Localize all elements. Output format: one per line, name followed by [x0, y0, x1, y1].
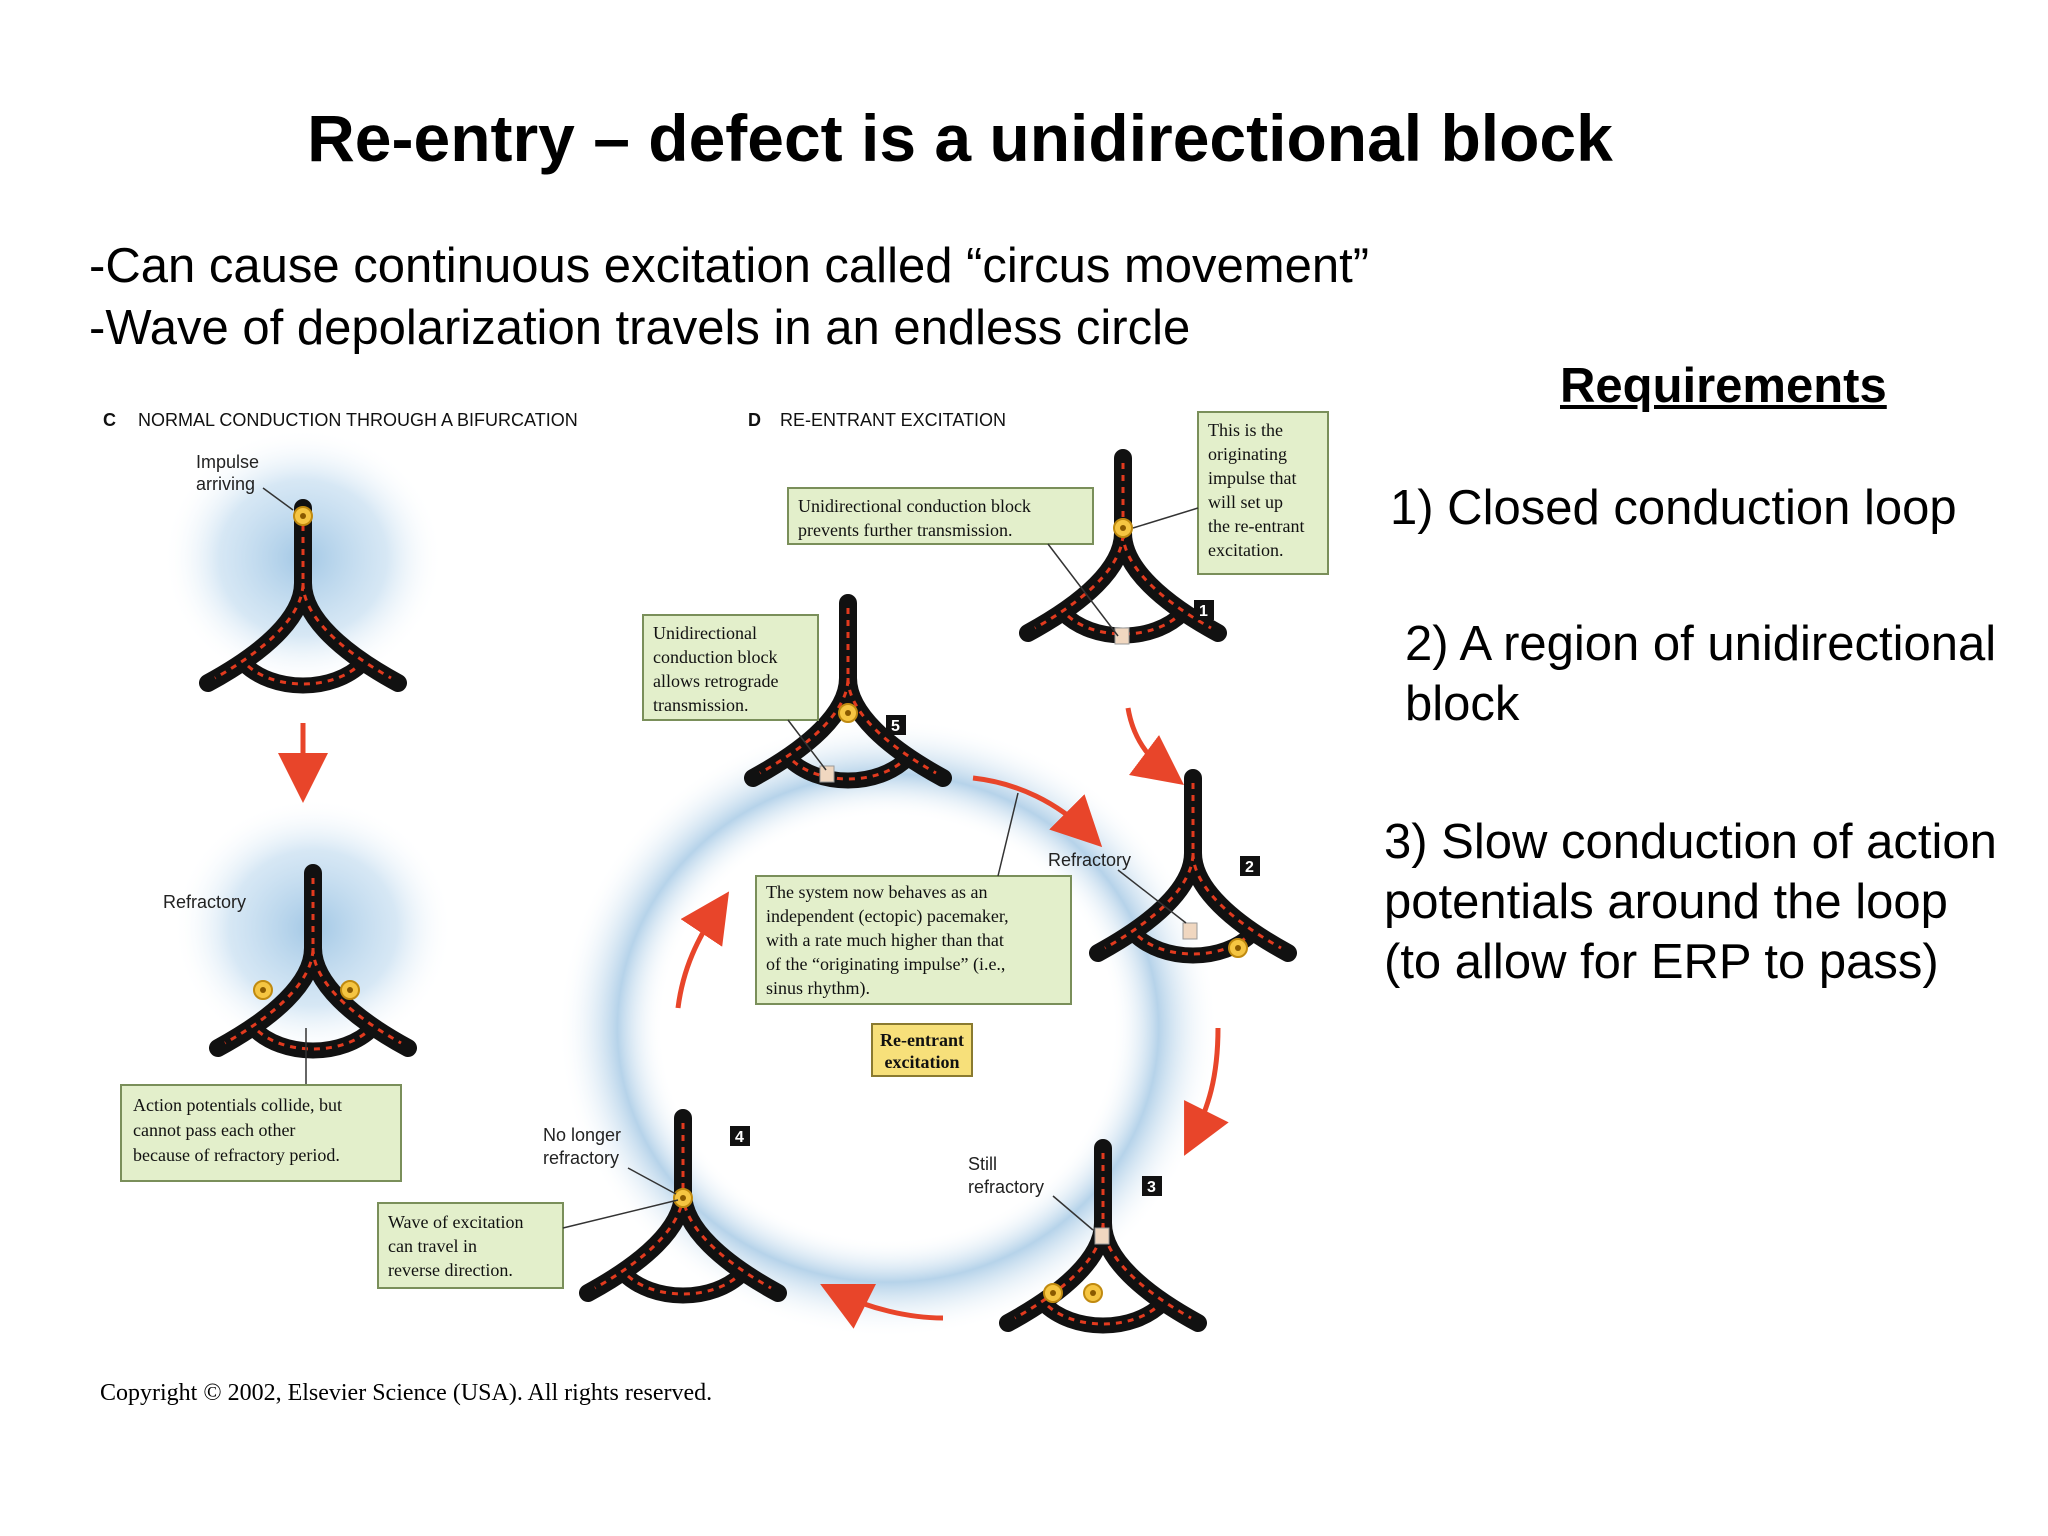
svg-text:with a rate much higher than t: with a rate much higher than that — [766, 930, 1004, 950]
arrow-4-5 — [675, 891, 730, 1009]
note-collide-line3: because of refractory period. — [133, 1145, 340, 1165]
refractory-label-d: Refractory — [1048, 850, 1131, 870]
note-collide-line1: Action potentials collide, but — [133, 1095, 342, 1115]
note-collide-line2: cannot pass each other — [133, 1120, 295, 1140]
requirements-heading: Requirements — [1560, 359, 1887, 413]
impulse-burst — [293, 506, 313, 526]
still-refractory-line1: Still — [968, 1154, 997, 1174]
svg-text:of the “originating impulse” (: of the “originating impulse” (i.e., — [766, 954, 1005, 975]
still-refractory-line2: refractory — [968, 1177, 1044, 1197]
svg-text:transmission.: transmission. — [653, 695, 749, 715]
svg-text:reverse direction.: reverse direction. — [388, 1260, 513, 1280]
svg-text:can travel in: can travel in — [388, 1236, 477, 1256]
copyright-notice: Copyright © 2002, Elsevier Science (USA)… — [100, 1380, 713, 1406]
impulse-label-line1: Impulse — [196, 452, 259, 472]
reentrant-excitation-label-box — [871, 1023, 973, 1077]
svg-text:excitation: excitation — [885, 1052, 960, 1072]
panel-d: D RE-ENTRANT EXCITATION 1 This is the or… — [377, 410, 1329, 1338]
note-originating-box — [1197, 411, 1329, 575]
requirement-2: 2) A region of unidirectional block — [1405, 617, 1997, 731]
step-1-number: 1 — [1199, 603, 1208, 620]
svg-text:Wave of excitation: Wave of excitation — [388, 1212, 524, 1232]
svg-text:Re-entrant: Re-entrant — [880, 1030, 964, 1050]
svg-text:excitation.: excitation. — [1208, 540, 1283, 560]
block-step-3 — [1094, 1227, 1110, 1245]
impulse-label-line2: arriving — [196, 474, 255, 494]
bullet-depolarization-wave: -Wave of depolarization travels in an en… — [89, 301, 1191, 355]
svg-text:prevents further transmission.: prevents further transmission. — [798, 520, 1012, 540]
requirement-3: 3) Slow conduction of action potentials … — [1384, 815, 1997, 989]
svg-text:the re-entrant: the re-entrant — [1208, 516, 1304, 536]
block-step-1 — [1114, 627, 1130, 645]
svg-text:The system now behaves as an: The system now behaves as an — [766, 882, 987, 902]
svg-text:independent (ectopic) pacemake: independent (ectopic) pacemaker, — [766, 906, 1009, 927]
reentry-figure: C NORMAL CONDUCTION THROUGH A BIFURCATIO… — [103, 410, 1329, 1338]
panel-d-letter: D — [748, 410, 761, 430]
svg-text:impulse that: impulse that — [1208, 468, 1297, 488]
note-reverse-box — [377, 1202, 564, 1289]
refractory-label-c: Refractory — [163, 892, 246, 912]
step-3-badge — [1142, 1176, 1162, 1196]
step-5-badge — [886, 715, 906, 735]
step-4-number: 4 — [735, 1129, 744, 1146]
note-block-box — [787, 487, 1094, 545]
svg-text:conduction block: conduction block — [653, 647, 777, 667]
svg-text:This is the: This is the — [1208, 420, 1283, 440]
svg-text:Unidirectional: Unidirectional — [653, 623, 757, 643]
step-1-badge — [1194, 600, 1214, 620]
step-3-number: 3 — [1147, 1179, 1156, 1196]
step-4-badge — [730, 1126, 750, 1146]
svg-text:originating: originating — [1208, 444, 1287, 464]
step-2-number: 2 — [1245, 859, 1254, 876]
no-longer-refractory-line1: No longer — [543, 1125, 621, 1145]
arrow-5-2 — [972, 775, 1103, 848]
no-longer-refractory-line2: refractory — [543, 1148, 619, 1168]
svg-text:sinus rhythm).: sinus rhythm). — [766, 978, 870, 999]
note-collide-box — [120, 1084, 402, 1182]
requirement-1: 1) Closed conduction loop — [1390, 481, 1957, 535]
svg-text:will set up: will set up — [1208, 492, 1283, 512]
svg-text:allows retrograde: allows retrograde — [653, 671, 778, 691]
panel-c: C NORMAL CONDUCTION THROUGH A BIFURCATIO… — [103, 410, 578, 1182]
slide-title: Re-entry – defect is a unidirectional bl… — [307, 101, 1613, 175]
arrow-3-4 — [820, 1284, 944, 1329]
arrow-2-3 — [1184, 1027, 1229, 1156]
arrow-1-2 — [1125, 707, 1184, 786]
note-retrograde-box — [642, 614, 819, 721]
panel-d-title: RE-ENTRANT EXCITATION — [780, 410, 1006, 430]
bullet-circus-movement: -Can cause continuous excitation called … — [89, 239, 1370, 293]
svg-text:Unidirectional conduction bloc: Unidirectional conduction block — [798, 496, 1031, 516]
note-system-box — [755, 875, 1072, 1005]
step-2-badge — [1240, 856, 1260, 876]
step-5-number: 5 — [891, 718, 900, 735]
block-step-5 — [819, 765, 835, 783]
fiber-step-1 — [1028, 458, 1218, 636]
panel-c-letter: C — [103, 410, 116, 430]
panel-c-title: NORMAL CONDUCTION THROUGH A BIFURCATION — [138, 410, 578, 430]
block-step-2 — [1182, 922, 1198, 940]
